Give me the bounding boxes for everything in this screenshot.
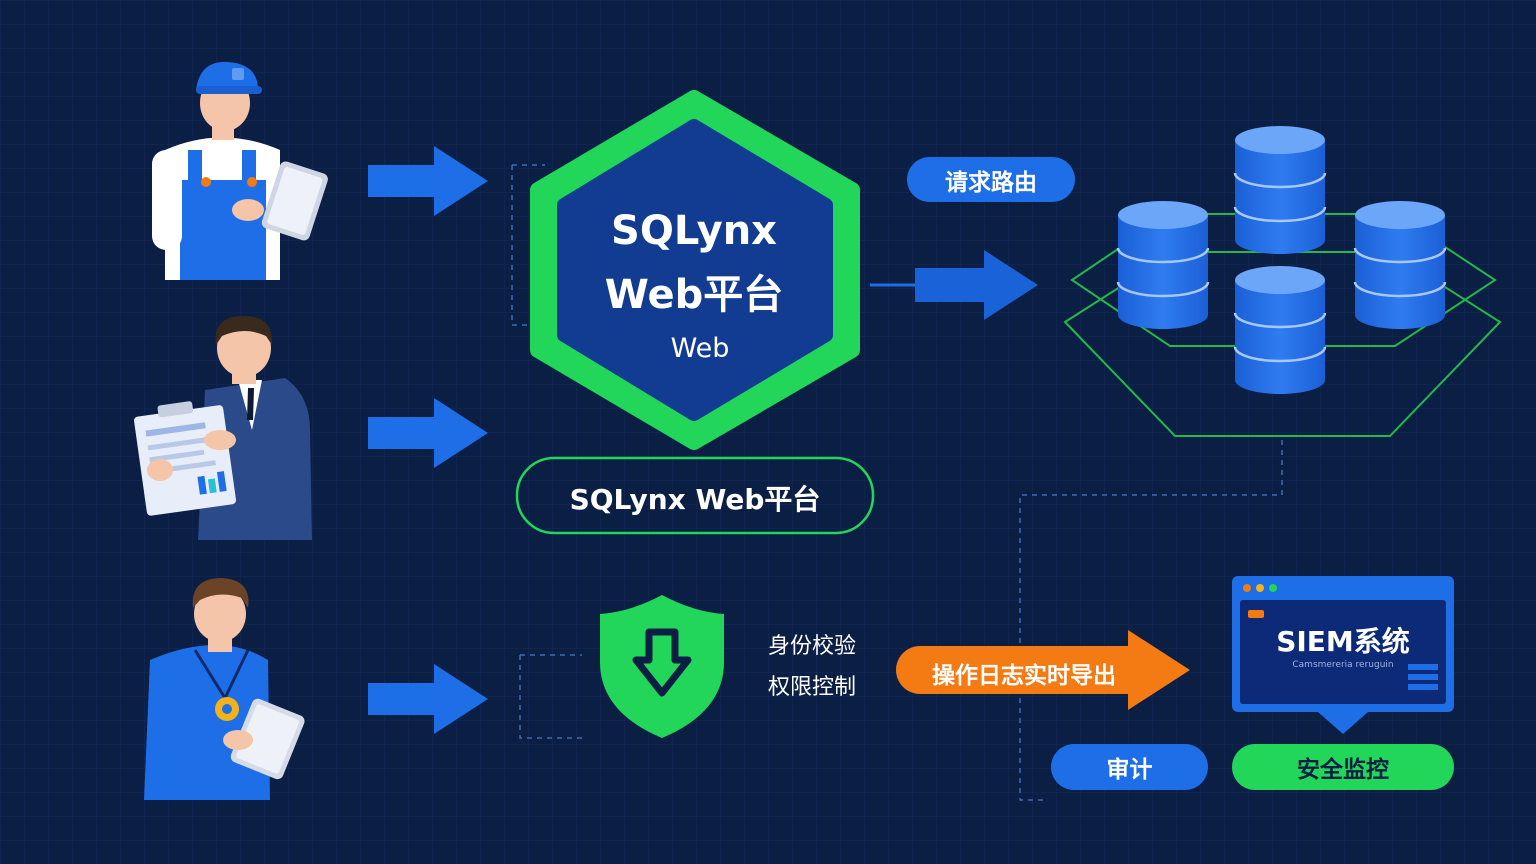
audit-badge: 审计 <box>1051 744 1208 790</box>
staff-tablet-icon <box>144 578 305 800</box>
manager-clipboard-icon <box>134 316 312 540</box>
platform-label-outline <box>515 456 875 535</box>
user-arrow-1 <box>368 146 488 216</box>
routing-arrow <box>870 250 1038 320</box>
auth-line1: 身份校验 <box>768 634 857 659</box>
platform-label: SQLynx Web平台 <box>569 483 821 516</box>
siem-subtitle: Camsmereria reruguin <box>1292 660 1394 670</box>
siem-title: SIEM系统 <box>1276 625 1410 658</box>
export-label: 操作日志实时导出 <box>932 663 1116 689</box>
shield-download-icon <box>600 595 724 738</box>
security-monitor-badge: 安全监控 <box>1232 744 1454 790</box>
user-arrow-2 <box>368 398 488 468</box>
hexagon-subtitle: Web <box>670 333 730 364</box>
database-cluster-icon <box>1063 124 1502 437</box>
hexagon-title-line2: Web平台 <box>604 272 784 318</box>
siem-window-icon <box>1232 576 1454 734</box>
export-arrow <box>896 630 1190 710</box>
routing-pill: 请求路由 <box>907 157 1075 202</box>
user-arrow-3 <box>368 664 488 734</box>
hexagon-title-line1: SQLynx <box>611 208 777 254</box>
platform-hexagon <box>530 90 860 450</box>
auth-line2: 权限控制 <box>768 675 857 700</box>
worker-tablet-icon <box>152 61 328 280</box>
